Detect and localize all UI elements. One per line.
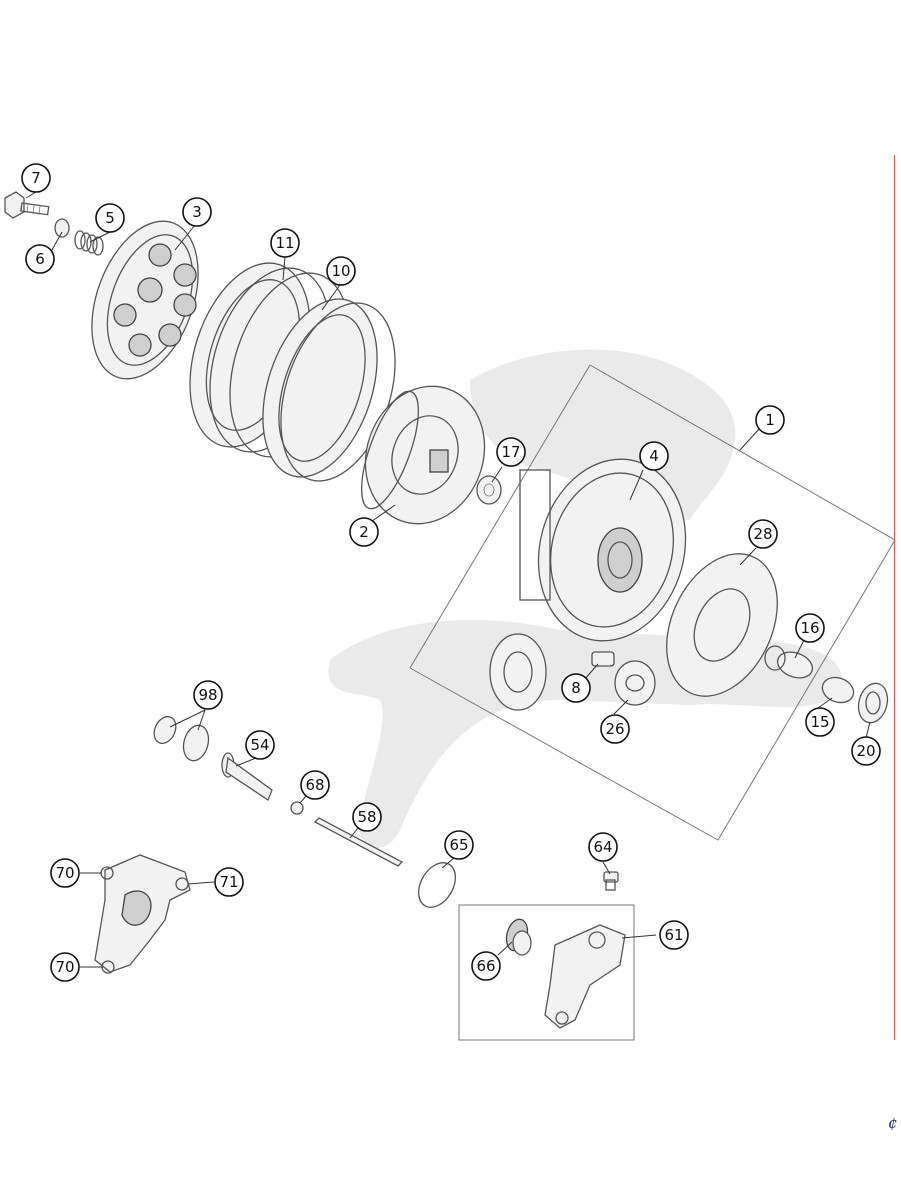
callout-2: 2 bbox=[349, 517, 379, 547]
callout-20-label: 20 bbox=[856, 742, 875, 760]
cover-part-70-71 bbox=[94, 854, 191, 974]
callout-26: 26 bbox=[600, 714, 630, 744]
callout-7: 7 bbox=[21, 163, 51, 193]
pressure-plate-part-3 bbox=[91, 220, 199, 380]
callout-70-top: 70 bbox=[50, 858, 80, 888]
callout-2-label: 2 bbox=[359, 523, 369, 541]
callout-66-label: 66 bbox=[476, 957, 495, 975]
callout-68: 68 bbox=[300, 770, 330, 800]
callout-98: 98 bbox=[193, 680, 223, 710]
disc-part-28 bbox=[666, 553, 778, 697]
callout-28-label: 28 bbox=[753, 525, 772, 543]
callout-1-label: 1 bbox=[765, 411, 775, 429]
callout-61: 61 bbox=[659, 920, 689, 950]
callout-16-label: 16 bbox=[800, 619, 819, 637]
callout-16: 16 bbox=[795, 613, 825, 643]
pushrod-part-58 bbox=[313, 817, 404, 867]
margin-rule bbox=[894, 155, 895, 1040]
callout-58: 58 bbox=[352, 802, 382, 832]
callout-6: 6 bbox=[25, 244, 55, 274]
callout-58-label: 58 bbox=[357, 808, 376, 826]
washer-part-98 bbox=[153, 715, 210, 762]
callout-70-top-label: 70 bbox=[55, 864, 74, 882]
bushing-part-16 bbox=[764, 645, 814, 679]
shaft-part-54 bbox=[221, 752, 273, 801]
callout-8-label: 8 bbox=[571, 679, 581, 697]
callout-70-bottom: 70 bbox=[50, 952, 80, 982]
washer-part-20 bbox=[857, 682, 889, 724]
callout-3: 3 bbox=[182, 197, 212, 227]
callout-15-label: 15 bbox=[810, 713, 829, 731]
callout-8: 8 bbox=[561, 673, 591, 703]
callout-3-label: 3 bbox=[192, 203, 202, 221]
callout-70-bottom-label: 70 bbox=[55, 958, 74, 976]
ball-part-68 bbox=[290, 801, 304, 815]
callout-98-label: 98 bbox=[198, 686, 217, 704]
callout-5: 5 bbox=[95, 203, 125, 233]
callout-10-label: 10 bbox=[331, 262, 350, 280]
callout-65: 65 bbox=[444, 830, 474, 860]
steel-discs-part-10 bbox=[262, 298, 396, 482]
callout-54-label: 54 bbox=[250, 736, 269, 754]
callout-10: 10 bbox=[326, 256, 356, 286]
callout-66: 66 bbox=[471, 951, 501, 981]
callout-26-label: 26 bbox=[605, 720, 624, 738]
callout-71: 71 bbox=[214, 867, 244, 897]
slave-body-part-61 bbox=[544, 924, 626, 1029]
callout-1: 1 bbox=[755, 405, 785, 435]
callout-4: 4 bbox=[639, 441, 669, 471]
seal-part-66 bbox=[505, 918, 532, 956]
o-ring-part-65 bbox=[418, 862, 456, 908]
gear-and-pin-part-8 bbox=[489, 633, 615, 711]
callout-7-label: 7 bbox=[31, 169, 41, 187]
assembly-frame-61 bbox=[458, 904, 635, 1041]
callout-64-label: 64 bbox=[593, 838, 612, 856]
spring-part-5 bbox=[74, 230, 104, 256]
callout-28: 28 bbox=[748, 519, 778, 549]
callout-15: 15 bbox=[805, 707, 835, 737]
callout-11: 11 bbox=[270, 228, 300, 258]
callout-17-label: 17 bbox=[501, 443, 520, 461]
callout-6-label: 6 bbox=[35, 250, 45, 268]
callout-17: 17 bbox=[496, 437, 526, 467]
callout-68-label: 68 bbox=[305, 776, 324, 794]
callout-11-label: 11 bbox=[275, 234, 294, 252]
callout-71-label: 71 bbox=[219, 873, 238, 891]
callout-54: 54 bbox=[245, 730, 275, 760]
spacer-part-26 bbox=[614, 660, 656, 706]
callout-64: 64 bbox=[588, 832, 618, 862]
callout-20: 20 bbox=[851, 736, 881, 766]
callout-61-label: 61 bbox=[664, 926, 683, 944]
bolt-part-7 bbox=[4, 191, 50, 219]
callout-4-label: 4 bbox=[649, 447, 659, 465]
inner-hub-part-2 bbox=[361, 385, 486, 525]
callout-65-label: 65 bbox=[449, 836, 468, 854]
sleeve-part-15 bbox=[821, 676, 855, 704]
assembly-frame-1 bbox=[409, 364, 896, 841]
screw-part-64 bbox=[603, 871, 619, 891]
callout-5-label: 5 bbox=[105, 209, 115, 227]
washer-part-6 bbox=[54, 218, 70, 238]
corner-mark: ¢ bbox=[888, 1114, 898, 1132]
clutch-basket-part-4 bbox=[519, 458, 687, 642]
washer-part-17 bbox=[476, 475, 502, 505]
